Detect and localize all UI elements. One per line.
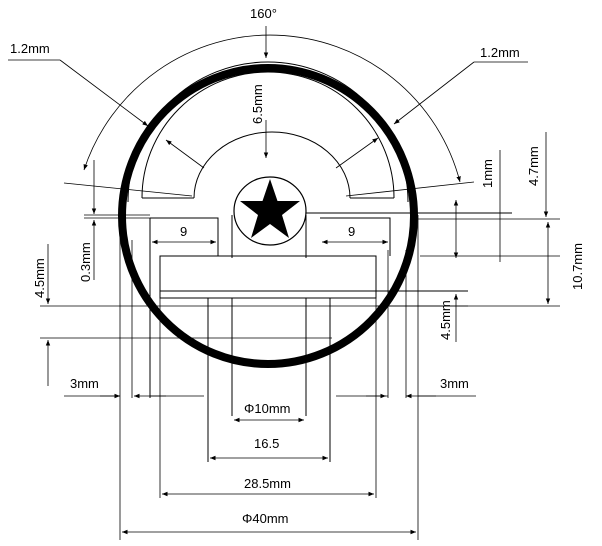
width-slot-label: 16.5 — [254, 436, 279, 451]
height-total-label: 10.7mm — [570, 243, 585, 290]
radial-depth-label: 6.5mm — [250, 84, 265, 124]
step-right-label: 1mm — [480, 159, 495, 188]
gap-right-label: 3mm — [440, 376, 469, 391]
base-plate — [159, 255, 377, 299]
part-geometry — [40, 61, 560, 540]
tab-right-label: 9 — [348, 224, 355, 239]
tab-left-label: 9 — [180, 224, 187, 239]
width-inner-label: 28.5mm — [244, 476, 291, 491]
angle-label: 160° — [250, 6, 277, 21]
offset-left-label: 0.3mm — [78, 242, 93, 282]
gap-left-label: 3mm — [70, 376, 99, 391]
outer-ring — [118, 64, 418, 368]
wall-callouts: 1.2mm 1.2mm — [8, 41, 528, 169]
right-dimensions: 1mm 4.7mm 10.7mm 4.5mm — [438, 132, 585, 342]
height-right-label: 4.7mm — [526, 146, 541, 186]
tab-right — [320, 217, 391, 256]
tab-left — [150, 217, 219, 256]
wall-right-label: 1.2mm — [480, 45, 520, 60]
inner-arc-outer — [127, 61, 409, 203]
star-icon — [240, 179, 300, 238]
left-dimensions: 0.3mm 4.5mm — [32, 160, 97, 386]
angle-dimension: 160° 6.5mm — [63, 6, 475, 197]
wall-left-label: 1.2mm — [10, 41, 50, 56]
gap-dimensions: 3mm 3mm — [64, 376, 476, 399]
dia-outer-label: Φ40mm — [242, 511, 289, 526]
bottom-dimensions: Φ10mm 16.5 28.5mm Φ40mm — [122, 401, 416, 535]
dia-hub-label: Φ10mm — [244, 401, 291, 416]
inner-arc-inner — [141, 71, 395, 199]
height-left-label: 4.5mm — [32, 258, 47, 298]
height-center-label: 4.5mm — [438, 300, 453, 340]
tab-dimensions: 9 9 — [152, 224, 388, 245]
